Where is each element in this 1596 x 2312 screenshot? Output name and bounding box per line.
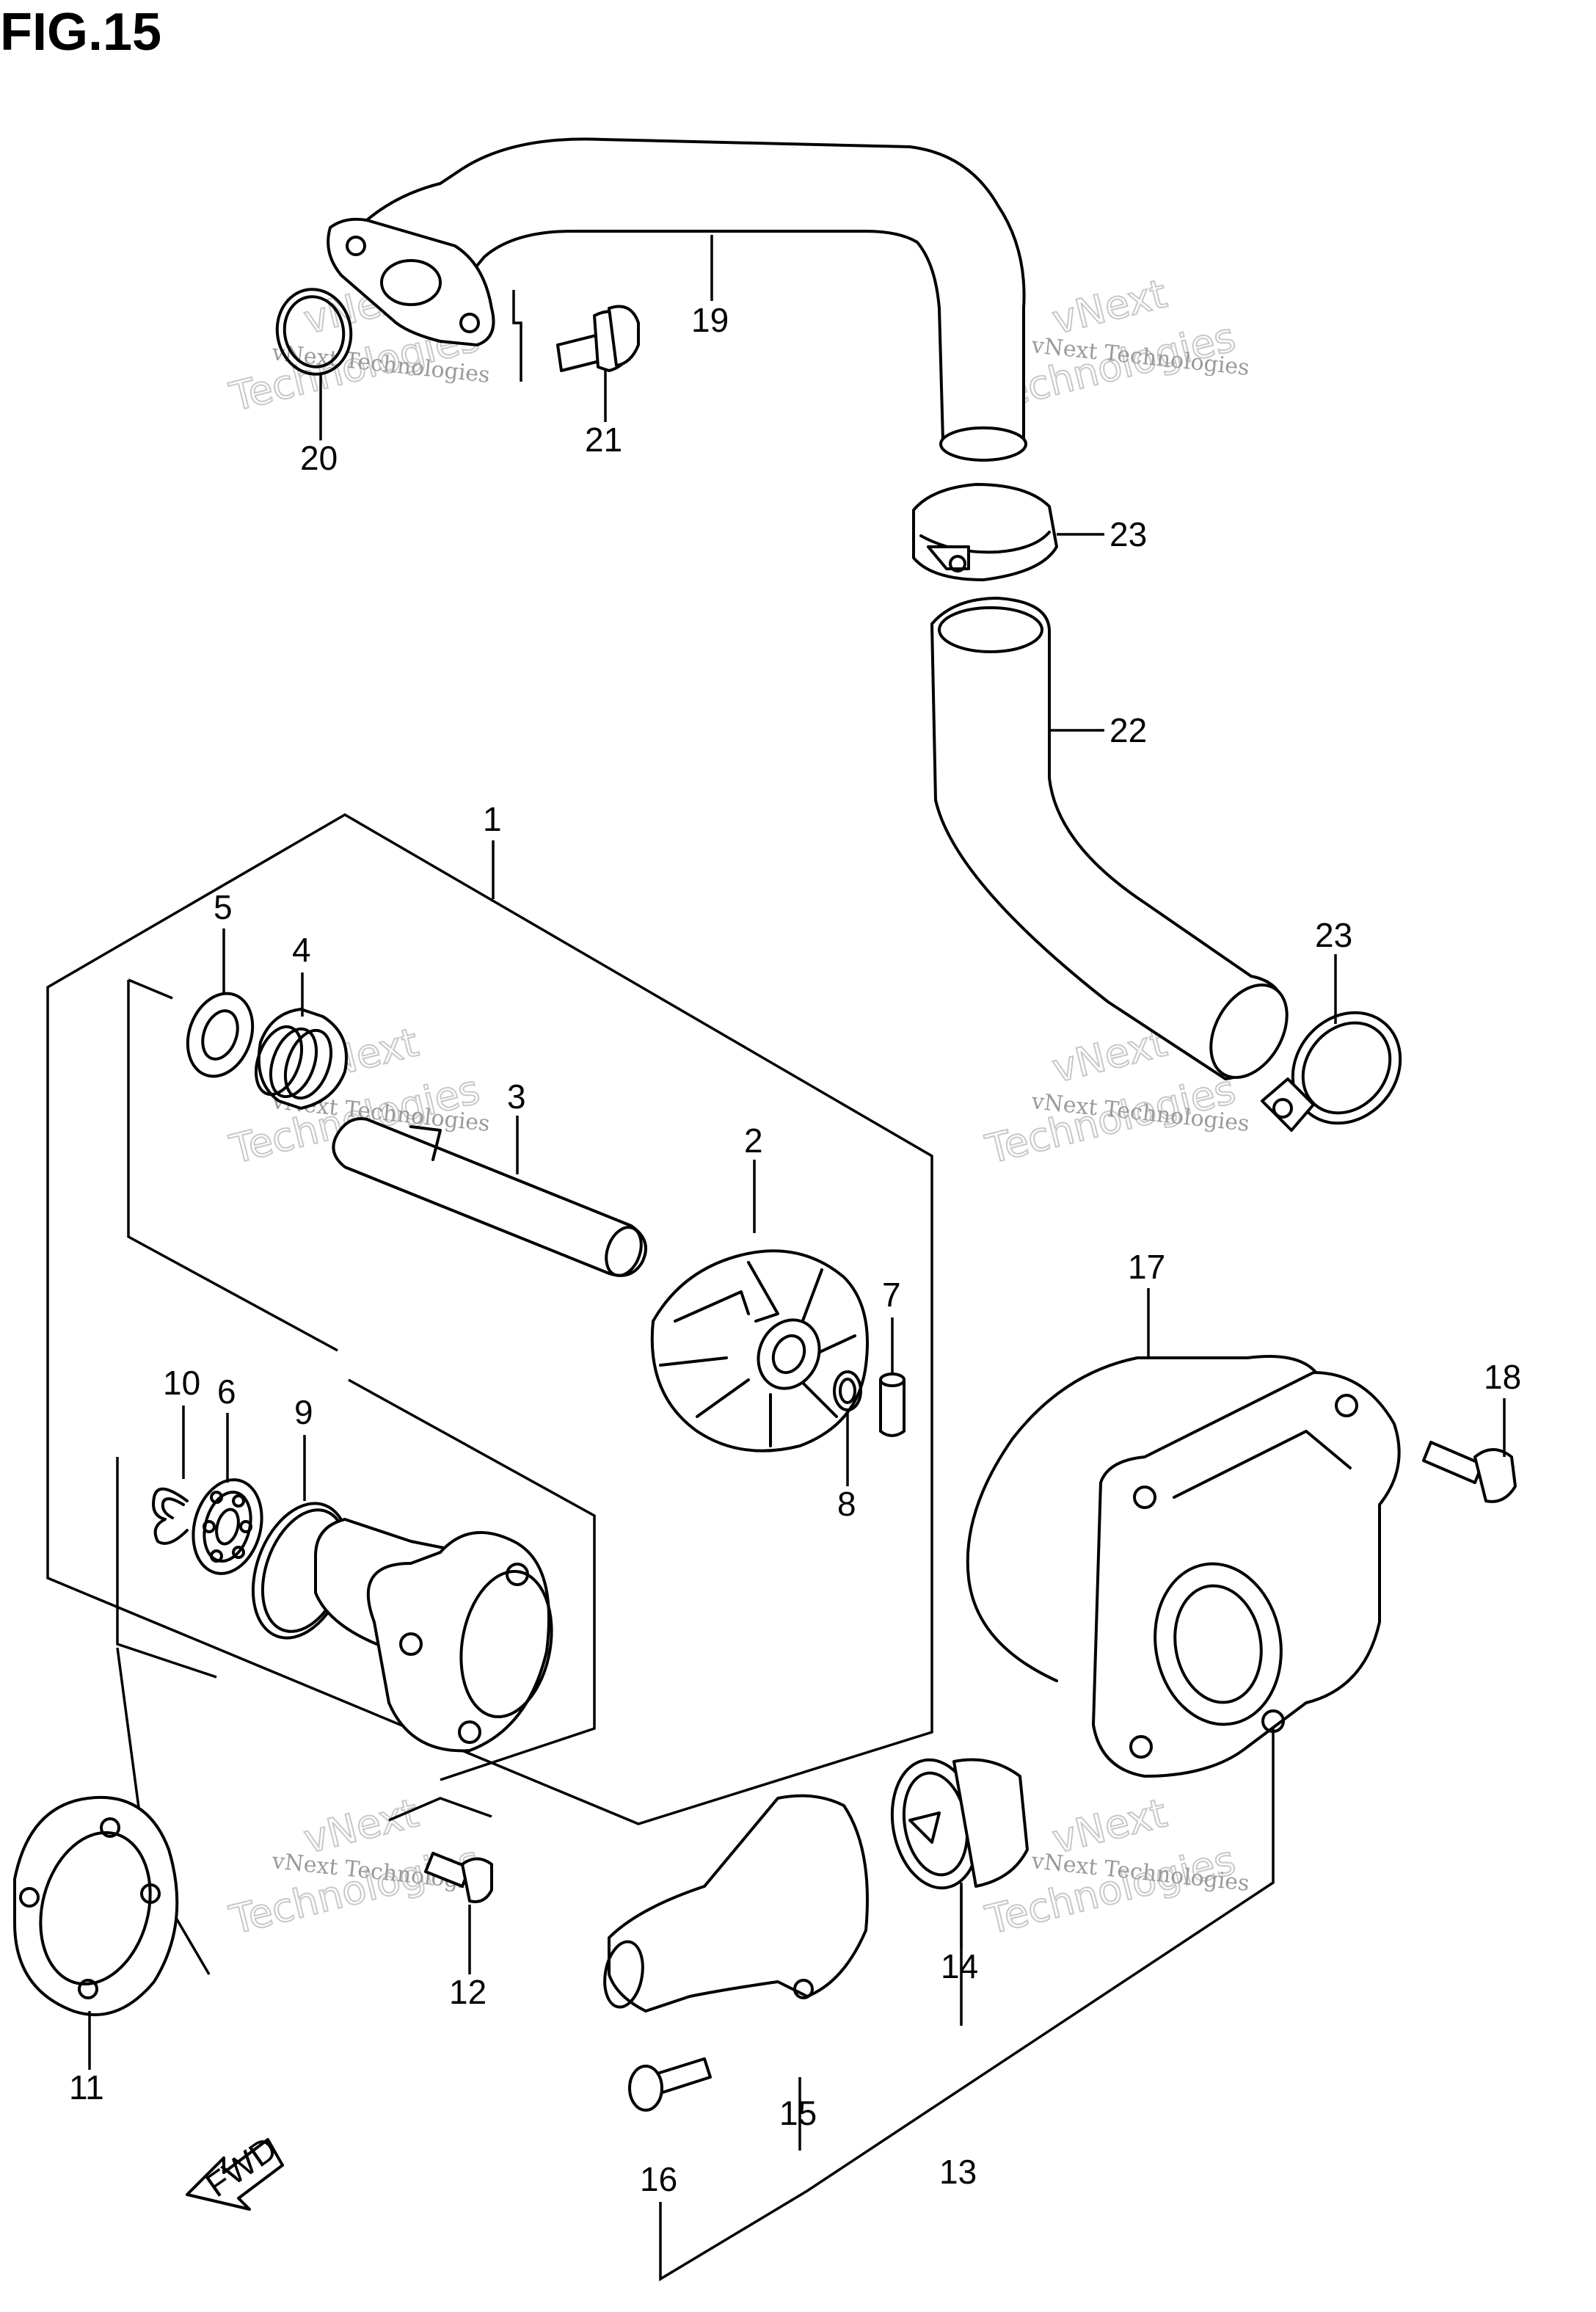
pin-7 xyxy=(879,1373,906,1437)
callout-13: 13 xyxy=(939,2153,977,2191)
callout-6: 6 xyxy=(217,1373,236,1411)
callout-17: 17 xyxy=(1128,1248,1165,1286)
callout-16: 16 xyxy=(640,2160,677,2198)
callout-23-bottom: 23 xyxy=(1315,916,1352,954)
callout-1: 1 xyxy=(483,800,502,838)
callout-7: 7 xyxy=(882,1276,901,1314)
pump-shaft-3 xyxy=(332,1117,647,1277)
thermostat-cover-17 xyxy=(966,1355,1401,1778)
callout-5: 5 xyxy=(214,888,233,926)
callout-21: 21 xyxy=(585,421,622,459)
callout-9: 9 xyxy=(294,1393,313,1431)
bolt-21 xyxy=(556,305,640,372)
hose-clamp-23-bottom xyxy=(1261,1011,1402,1132)
assembly-box-1 xyxy=(46,813,933,1825)
screw-16 xyxy=(628,2057,712,2112)
oil-seal-5 xyxy=(186,992,255,1078)
callout-8: 8 xyxy=(837,1485,856,1523)
callout-10: 10 xyxy=(163,1364,200,1402)
hose-clamp-23-top xyxy=(912,483,1058,581)
callout-12: 12 xyxy=(449,1973,487,2011)
mechanical-seal-4 xyxy=(254,1008,348,1110)
callout-4: 4 xyxy=(292,931,311,969)
pump-housing xyxy=(314,1518,553,1753)
fwd-arrow: FWD xyxy=(186,2129,284,2211)
watermark-big-line1: vNext xyxy=(299,1789,423,1862)
subassembly-box-shaft xyxy=(127,980,338,1352)
circlip-10 xyxy=(152,1487,189,1545)
subassembly-box-shaft-top xyxy=(128,978,173,1000)
assembly-bracket-13 xyxy=(659,1721,1275,2282)
callout-labels: 1 2 3 4 5 6 7 8 9 10 11 12 13 14 15 16 1… xyxy=(69,301,1521,2198)
callout-18: 18 xyxy=(1484,1358,1521,1396)
bolt-12 xyxy=(424,1852,493,1903)
callout-23-top: 23 xyxy=(1109,515,1147,553)
thermostat-14 xyxy=(890,1758,1029,1890)
callout-14: 14 xyxy=(941,1947,978,1985)
housing-cut-mark xyxy=(388,1797,492,1822)
bearing-6 xyxy=(192,1478,263,1575)
o-ring-20 xyxy=(275,288,353,376)
callout-11: 11 xyxy=(69,2068,104,2106)
callout-19: 19 xyxy=(691,301,729,339)
callout-15: 15 xyxy=(779,2094,817,2132)
callout-3: 3 xyxy=(507,1077,526,1116)
impeller-2 xyxy=(650,1249,869,1453)
callout-20: 20 xyxy=(300,439,338,477)
pipe-19 xyxy=(327,137,1027,462)
hose-22 xyxy=(930,597,1289,1080)
thermostat-cap-15 xyxy=(603,1794,869,2013)
callout-22: 22 xyxy=(1109,711,1147,749)
callout-2: 2 xyxy=(744,1122,763,1160)
bolt-18 xyxy=(1422,1441,1517,1503)
subassembly-box-housing-right xyxy=(348,1378,596,1781)
gasket-11 xyxy=(13,1795,179,2016)
washer-8 xyxy=(833,1370,862,1411)
leader-lines xyxy=(88,235,1506,2070)
subassembly-box-housing xyxy=(116,1457,217,1679)
figure-title: FIG.15 xyxy=(0,3,161,62)
